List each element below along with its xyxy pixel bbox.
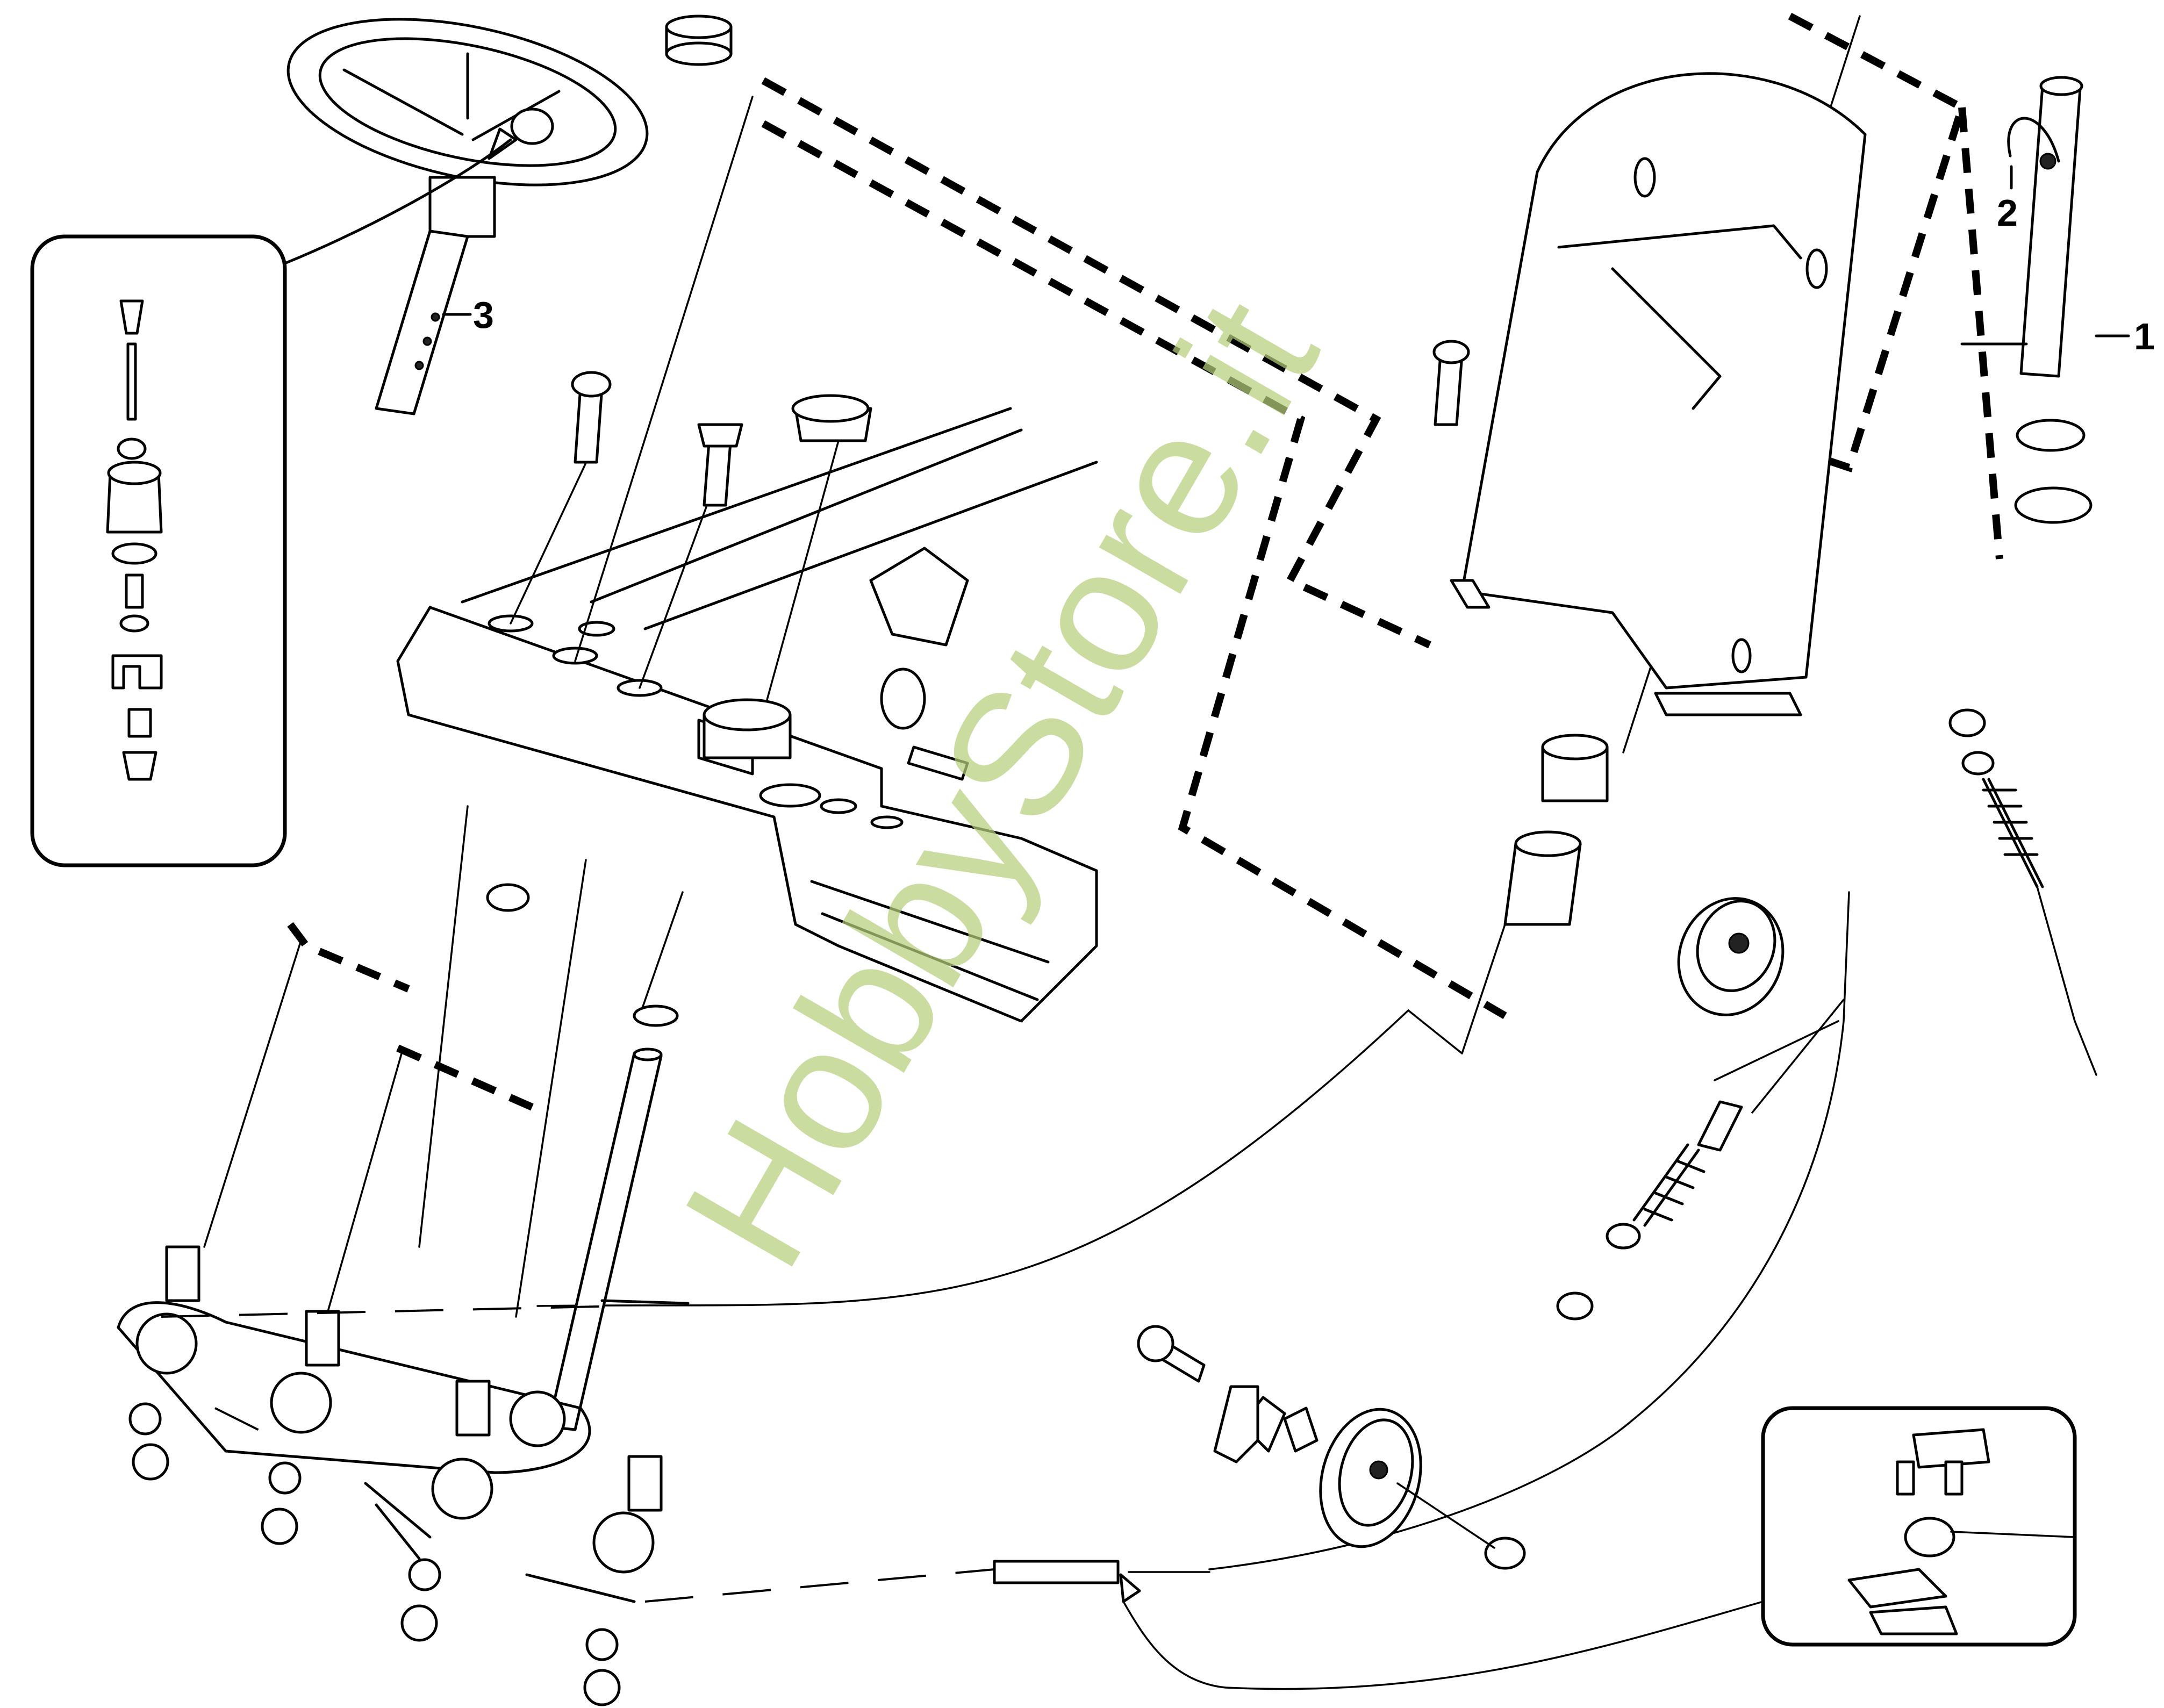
lower-shaft (547, 1004, 679, 1431)
callouts: 1 2 3 (442, 165, 2155, 357)
lower-pulley (1137, 1325, 1526, 1570)
shaft-tube (1960, 76, 2093, 524)
column-bushings (703, 698, 1609, 926)
callout-2: 2 (1997, 192, 2018, 234)
tension-rod-upper (1948, 708, 2097, 1076)
arrow-icon (1119, 1573, 1141, 1603)
cap (665, 15, 733, 66)
callout-1: 1 (2134, 315, 2155, 357)
steering-wheel (286, 18, 649, 415)
inset-detail-right (1122, 1406, 2077, 1690)
steering-pedestal (1450, 72, 1867, 716)
r-clip (2007, 117, 2060, 170)
arrow-icon (488, 127, 518, 160)
callout-3: 3 (473, 294, 494, 336)
upper-pulley (1677, 897, 1785, 1016)
inset-detail-left (30, 138, 512, 867)
frame-bolts (486, 340, 1470, 912)
tension-rod-lower (1556, 999, 1845, 1321)
sprocket-assembly (117, 1245, 663, 1706)
frame-chassis (396, 407, 1098, 1023)
